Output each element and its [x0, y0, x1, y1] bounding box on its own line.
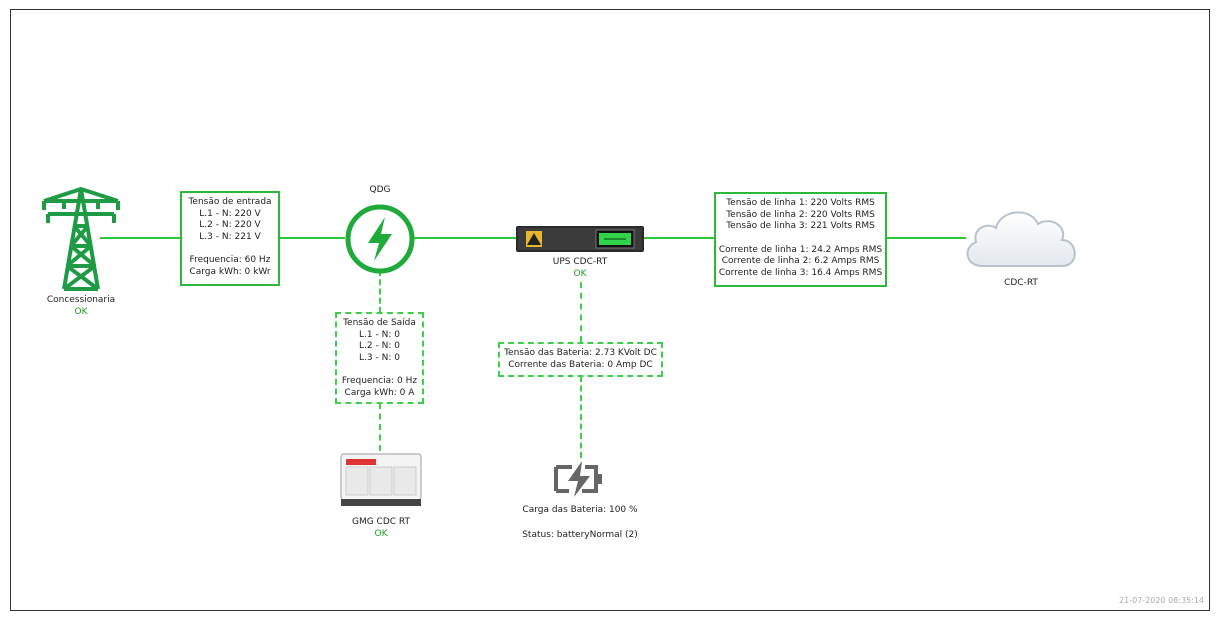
timestamp: 21-07-2020 08:35:14	[1119, 596, 1204, 605]
entrada-carga: Carga kWh: 0 kWr	[189, 266, 271, 277]
entrada-frequencia: Frequencia: 60 Hz	[189, 255, 271, 265]
bateria-carga: Carga das Bateria: 100 %	[522, 505, 638, 515]
linha-corrente-1: Corrente de linha 1: 24.2 Amps RMS	[718, 244, 883, 255]
cloud-node[interactable]: CDC-RT	[958, 202, 1084, 288]
saida-carga: Carga kWh: 0 A	[344, 387, 415, 398]
connector-linha-cloud	[886, 237, 966, 239]
concessionaria-status: OK	[74, 307, 88, 317]
ups-icon	[516, 226, 644, 252]
diagram-frame	[10, 9, 1210, 611]
bateria-status: Status: batteryNormal (2)	[522, 530, 638, 540]
gmg-status: OK	[374, 529, 388, 539]
connector-bateria-info-bateria	[580, 376, 582, 458]
transmission-tower-icon	[42, 187, 120, 291]
tensao-saida-panel[interactable]: Tensão de Saída L.1 - N: 0 L.2 - N: 0 L.…	[335, 312, 424, 404]
entrada-l3: L.3 - N: 221 V	[199, 231, 261, 242]
linha-panel[interactable]: Tensão de linha 1: 220 Volts RMS Tensão …	[714, 192, 887, 287]
bateria-info-panel[interactable]: Tensão das Bateria: 2.73 KVolt DC Corren…	[498, 342, 663, 377]
linha-tensao-1: Tensão de linha 1: 220 Volts RMS	[726, 198, 875, 208]
tensao-entrada-panel[interactable]: Tensão de entrada L.1 - N: 220 V L.2 - N…	[180, 191, 280, 286]
concessionaria-node[interactable]: Concessionaria OK	[34, 186, 128, 317]
saida-l1: L.1 - N: 0	[359, 329, 400, 340]
bateria-node[interactable]	[552, 458, 608, 500]
linha-corrente-2: Corrente de linha 2: 6.2 Amps RMS	[721, 256, 880, 266]
lightning-icon	[345, 204, 415, 274]
gmg-label: GMG CDC RT	[351, 517, 411, 527]
connector-entrada-qdg	[279, 237, 345, 239]
connector-tower-entrada	[100, 237, 181, 239]
connector-ups-linha	[644, 237, 716, 239]
ups-label: UPS CDC-RT	[552, 257, 608, 267]
ups-status: OK	[573, 269, 587, 279]
connector-qdg-saida	[379, 270, 381, 313]
saida-l2: L.2 - N: 0	[359, 341, 400, 351]
qdg-node[interactable]	[344, 203, 416, 275]
battery-charging-icon	[554, 461, 602, 497]
connector-qdg-ups	[414, 237, 516, 239]
ups-node[interactable]: UPS CDC-RT OK	[514, 224, 646, 279]
bateria-tensao: Tensão das Bateria: 2.73 KVolt DC	[504, 348, 657, 358]
bateria-corrente: Corrente das Bateria: 0 Amp DC	[508, 359, 653, 370]
saida-frequencia: Frequencia: 0 Hz	[341, 376, 418, 386]
qdg-label: QDG	[369, 185, 391, 195]
linha-corrente-3: Corrente de linha 3: 16.4 Amps RMS	[718, 267, 883, 278]
entrada-title: Tensão de entrada	[188, 197, 272, 207]
saida-title: Tensão de Saída	[343, 318, 416, 328]
concessionaria-label: Concessionaria	[46, 295, 116, 305]
linha-tensao-2: Tensão de linha 2: 220 Volts RMS	[726, 209, 875, 220]
connector-ups-bateria-info	[580, 282, 582, 342]
gmg-node[interactable]: GMG CDC RT OK	[338, 451, 424, 539]
cloud-icon	[966, 211, 1076, 267]
saida-l3: L.3 - N: 0	[359, 352, 400, 363]
generator-icon	[340, 453, 422, 506]
cloud-label: CDC-RT	[1004, 278, 1038, 288]
connector-saida-gmg	[379, 403, 381, 451]
linha-tensao-3: Tensão de linha 3: 221 Volts RMS	[726, 221, 875, 231]
entrada-l1: L.1 - N: 220 V	[199, 208, 261, 219]
entrada-l2: L.2 - N: 220 V	[199, 220, 261, 230]
